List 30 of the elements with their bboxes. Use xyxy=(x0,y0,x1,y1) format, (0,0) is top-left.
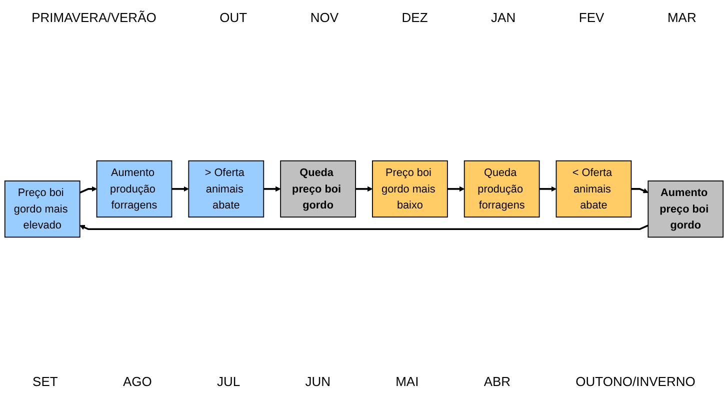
arrow xyxy=(356,186,373,192)
node-box: Queda preço boi gordo xyxy=(280,160,356,218)
node-box: Preço boi gordo mais baixo xyxy=(372,160,448,218)
month-label: JAN xyxy=(491,10,516,24)
node-box: > Oferta animais abate xyxy=(188,160,264,218)
arrow xyxy=(264,186,281,192)
node-box: Aumento produção forragens xyxy=(96,160,172,218)
month-label: ABR xyxy=(484,374,511,388)
arrow xyxy=(80,224,649,230)
arrow xyxy=(447,186,465,192)
node-box: Aumento preço boi gordo xyxy=(648,180,724,238)
arrow xyxy=(172,186,189,192)
month-label: MAR xyxy=(667,10,696,24)
season-label: OUTONO/INVERNO xyxy=(576,374,696,388)
month-label: FEV xyxy=(578,10,604,24)
arrow xyxy=(539,186,556,192)
node-box: Preço boi gordo mais elevado xyxy=(4,180,80,238)
month-label: NOV xyxy=(310,10,339,24)
arrow xyxy=(631,188,648,194)
node-box: < Oferta animais abate xyxy=(556,160,632,218)
month-label: MAI xyxy=(396,374,419,388)
month-label: DEZ xyxy=(402,10,428,24)
month-label: SET xyxy=(32,374,58,388)
month-label: JUN xyxy=(305,374,330,388)
month-label: OUT xyxy=(220,10,248,24)
season-label: PRIMAVERA/VERÃO xyxy=(32,10,156,24)
arrow xyxy=(79,186,98,194)
month-label: AGO xyxy=(122,374,152,388)
node-box: Queda produção forragens xyxy=(464,160,540,218)
month-label: JUL xyxy=(216,374,240,388)
